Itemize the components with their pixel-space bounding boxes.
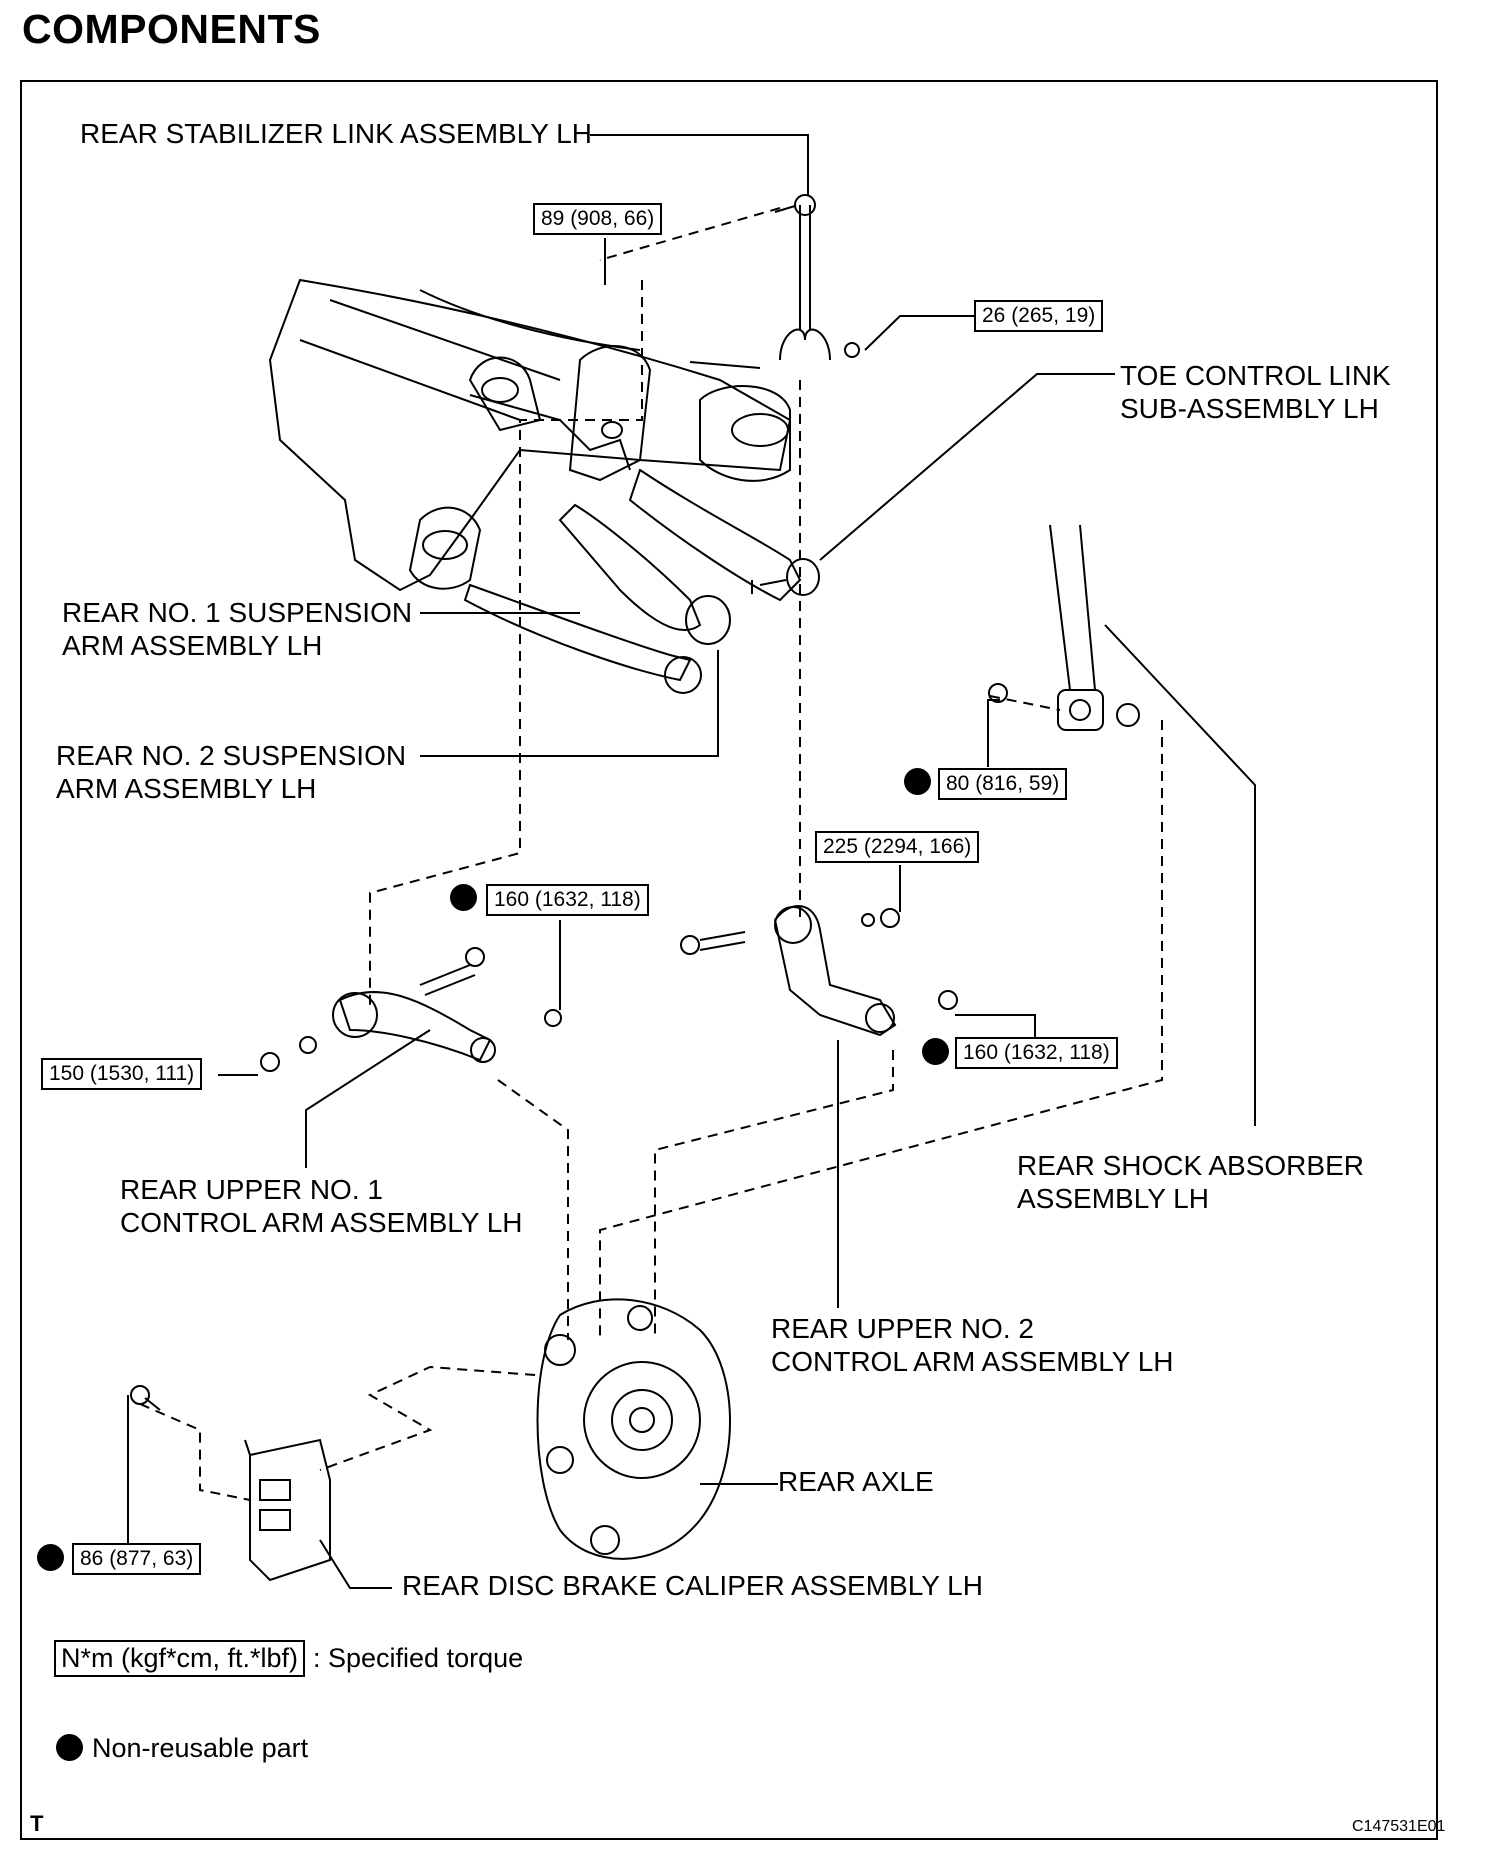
nonreusable-dot-160b bbox=[922, 1038, 949, 1065]
torque-box-160b: 160 (1632, 118) bbox=[955, 1037, 1118, 1069]
rear-subframe bbox=[268, 278, 792, 592]
label-upper1-1: REAR UPPER NO. 1 bbox=[120, 1174, 383, 1205]
label-susp-arm1-2: ARM ASSEMBLY LH bbox=[62, 630, 323, 661]
rear-axle-knuckle bbox=[536, 1298, 731, 1560]
leader-stabilizer bbox=[590, 134, 809, 195]
dashed-alignment-lines bbox=[139, 207, 1163, 1501]
label-caliper: REAR DISC BRAKE CALIPER ASSEMBLY LH bbox=[402, 1570, 983, 1601]
figure-code: C147531E01 bbox=[1352, 1818, 1446, 1835]
label-upper2-2: CONTROL ARM ASSEMBLY LH bbox=[771, 1346, 1174, 1377]
leader-upper1 bbox=[305, 1029, 431, 1168]
torque-box-89: 89 (908, 66) bbox=[533, 203, 663, 235]
page-title: COMPONENTS bbox=[22, 6, 321, 52]
upper-no2-control-arm bbox=[680, 905, 958, 1037]
torque-box-225: 225 (2294, 166) bbox=[815, 831, 980, 863]
nonreusable-dot-80 bbox=[904, 768, 931, 795]
leader-shock bbox=[1104, 624, 1256, 1126]
nonreusable-dot-86 bbox=[37, 1544, 64, 1571]
label-shock-1: REAR SHOCK ABSORBER bbox=[1017, 1150, 1364, 1181]
label-toe-control-2: SUB-ASSEMBLY LH bbox=[1120, 393, 1379, 424]
shock-absorber bbox=[988, 524, 1140, 731]
toe-control-link bbox=[628, 468, 820, 602]
nonreusable-dot-160a bbox=[450, 884, 477, 911]
label-upper1-2: CONTROL ARM ASSEMBLY LH bbox=[120, 1207, 523, 1238]
label-susp-arm1-1: REAR NO. 1 SUSPENSION bbox=[62, 597, 413, 628]
torque-box-86: 86 (877, 63) bbox=[72, 1543, 202, 1575]
stabilizer-link bbox=[689, 194, 860, 369]
diagram-frame bbox=[20, 80, 1438, 1840]
leader-susp-arm2 bbox=[420, 650, 719, 757]
torque-box-80: 80 (816, 59) bbox=[938, 768, 1068, 800]
legend-nonreusable-text: Non-reusable part bbox=[92, 1733, 309, 1763]
suspension-arms bbox=[463, 503, 731, 694]
label-shock-2: ASSEMBLY LH bbox=[1017, 1183, 1209, 1214]
label-susp-arm2-1: REAR NO. 2 SUSPENSION bbox=[56, 740, 407, 771]
label-stabilizer-link: REAR STABILIZER LINK ASSEMBLY LH bbox=[80, 118, 592, 149]
leader-t80 bbox=[987, 699, 1000, 767]
leader-toe-control bbox=[819, 373, 1115, 561]
label-toe-control-1: TOE CONTROL LINK bbox=[1120, 360, 1391, 391]
torque-box-150: 150 (1530, 111) bbox=[41, 1058, 203, 1090]
torque-box-26: 26 (265, 19) bbox=[974, 300, 1104, 332]
label-susp-arm2-2: ARM ASSEMBLY LH bbox=[56, 773, 317, 804]
legend-torque-text: : Specified torque bbox=[313, 1643, 524, 1673]
leader-t26 bbox=[864, 315, 975, 351]
legend-torque-box: N*m (kgf*cm, ft.*lbf) bbox=[54, 1640, 306, 1677]
label-upper2-1: REAR UPPER NO. 2 bbox=[771, 1313, 1034, 1344]
label-rear-axle: REAR AXLE bbox=[778, 1466, 934, 1497]
torque-box-160a: 160 (1632, 118) bbox=[486, 884, 649, 916]
footer-letter: T bbox=[30, 1811, 44, 1836]
legend-nonreusable-dot bbox=[56, 1734, 83, 1761]
upper-no1-control-arm bbox=[260, 947, 562, 1072]
brake-caliper bbox=[130, 1385, 331, 1582]
